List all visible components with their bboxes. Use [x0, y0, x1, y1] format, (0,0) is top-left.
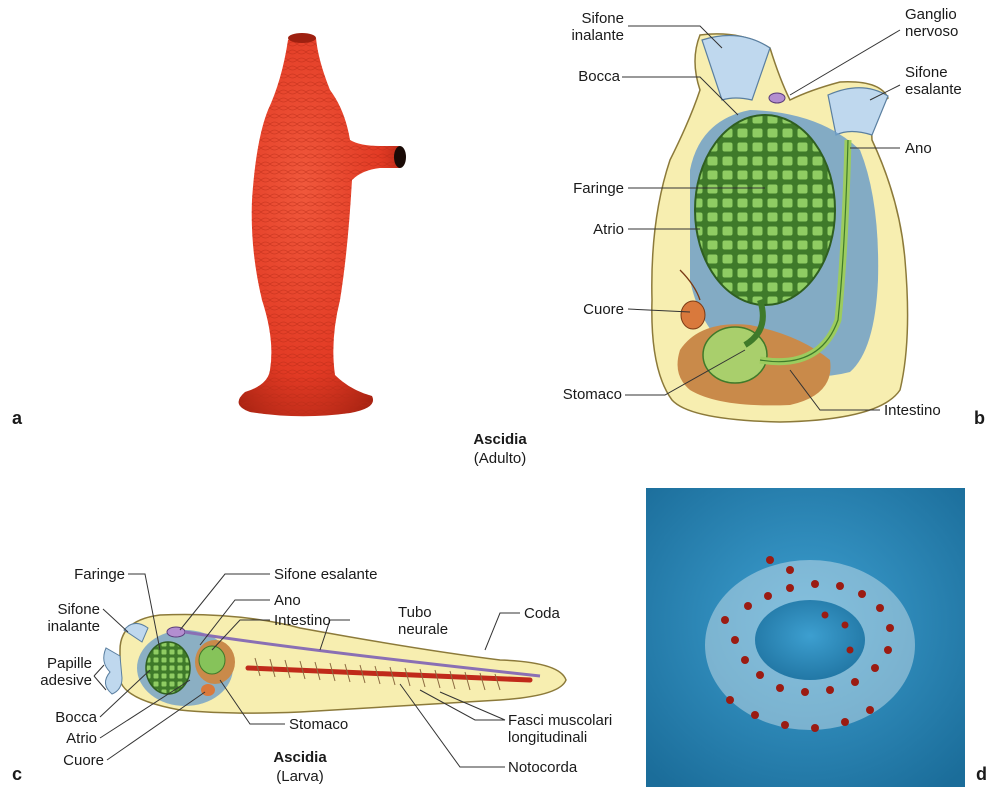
- panel-letter-a: a: [12, 408, 22, 429]
- label-b-atrio: Atrio: [560, 221, 624, 238]
- label-c-papille-line2: adesive: [20, 672, 92, 689]
- label-b-sifone-inalante-line1: Sifone: [560, 10, 624, 27]
- label-b-sifone-esalante-line1: Sifone: [905, 64, 962, 81]
- label-c-bocca: Bocca: [30, 709, 97, 726]
- label-b-ganglio-line1: Ganglio: [905, 6, 958, 23]
- label-c-faringe: Faringe: [50, 566, 125, 583]
- label-c-atrio: Atrio: [30, 730, 97, 747]
- panel-letter-d: d: [976, 764, 987, 785]
- label-c-papille: Papille adesive: [20, 655, 92, 689]
- label-c-coda: Coda: [524, 605, 560, 622]
- label-b-sifone-esalante-line2: esalante: [905, 81, 962, 98]
- label-b-bocca: Bocca: [560, 68, 620, 85]
- label-b-stomaco: Stomaco: [540, 386, 622, 403]
- adult-section-illustration: [652, 34, 908, 422]
- label-b-ganglio: Ganglio nervoso: [905, 6, 958, 40]
- label-c-notocorda: Notocorda: [508, 759, 577, 776]
- panel-letter-c: c: [12, 764, 22, 785]
- label-b-faringe: Faringe: [550, 180, 624, 197]
- label-b-intestino: Intestino: [884, 402, 941, 419]
- label-c-papille-line1: Papille: [20, 655, 92, 672]
- label-c-tubo-neurale-line1: Tubo: [398, 604, 448, 621]
- label-b-ganglio-line2: nervoso: [905, 23, 958, 40]
- label-c-ano: Ano: [274, 592, 301, 609]
- caption-adult-title: Ascidia: [440, 430, 560, 449]
- caption-larva-title: Ascidia: [240, 748, 360, 767]
- label-b-sifone-esalante: Sifone esalante: [905, 64, 962, 98]
- caption-larva: Ascidia (Larva): [240, 748, 360, 786]
- caption-larva-subtitle: (Larva): [240, 767, 360, 786]
- label-c-cuore: Cuore: [30, 752, 104, 769]
- label-b-ano: Ano: [905, 140, 932, 157]
- salp-chain-photo: [646, 488, 965, 787]
- label-c-fasci-line2: longitudinali: [508, 729, 612, 746]
- adult-ascidian-illustration: [239, 33, 406, 416]
- label-c-intestino: Intestino: [274, 612, 331, 629]
- label-b-sifone-inalante: Sifone inalante: [560, 10, 624, 44]
- label-c-tubo-neurale-line2: neurale: [398, 621, 448, 638]
- caption-adult-subtitle: (Adulto): [440, 449, 560, 468]
- label-b-sifone-inalante-line2: inalante: [560, 27, 624, 44]
- label-b-cuore: Cuore: [560, 301, 624, 318]
- panel-letter-b: b: [974, 408, 985, 429]
- label-c-sifone-inalante-line2: inalante: [30, 618, 100, 635]
- label-c-sifone-inalante: Sifone inalante: [30, 601, 100, 635]
- label-c-sifone-esalante: Sifone esalante: [274, 566, 377, 583]
- label-c-fasci-line1: Fasci muscolari: [508, 712, 612, 729]
- larva-illustration: [104, 615, 566, 714]
- label-c-fasci: Fasci muscolari longitudinali: [508, 712, 612, 746]
- label-c-stomaco: Stomaco: [289, 716, 348, 733]
- caption-adult: Ascidia (Adulto): [440, 430, 560, 468]
- label-c-sifone-inalante-line1: Sifone: [30, 601, 100, 618]
- label-c-tubo-neurale: Tubo neurale: [398, 604, 448, 638]
